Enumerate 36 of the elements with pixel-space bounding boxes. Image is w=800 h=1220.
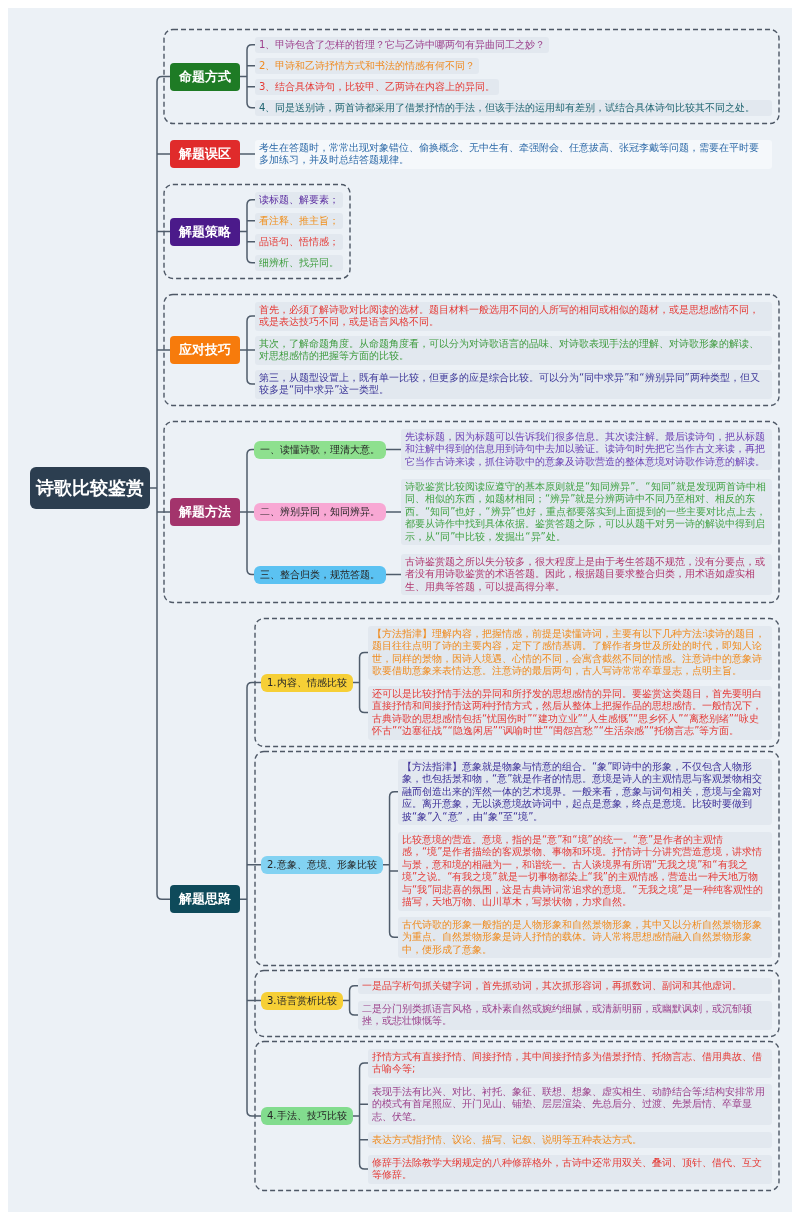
note-box: 古诗鉴赏题之所以失分较多，很大程度上是由于考生答题不规范，没有分要点，或者没有用诗歌鉴赏的术语答题。因此，根据题目要求整合归类，用术语如虚实相生、用典等答题，可以提高得分率。 (401, 553, 772, 595)
note-box: 第三，从题型设置上，既有单一比较，但更多的应是综合比较。可以分为“同中求异”和“辨别异同”两种类型，但又较多是“同中求异”这一类型。 (255, 369, 772, 399)
note-box: 考生在答题时，常常出现对象错位、偷换概念、无中生有、牵强附会、任意拔高、张冠李戴等问题，需要在平时要多加练习，并及时总结答题规律。 (255, 139, 772, 169)
connector-line (381, 791, 399, 938)
note-box: 抒情方式有直接抒情、间接抒情，其中间接抒情多为借景抒情、托物言志、借用典故、借古喻今等; (368, 1048, 772, 1078)
note-box: 【方法指津】意象就是物象与情意的组合。“象”即诗中的形象，不仅包含人物形象，也包括景和物，“意”就是作者的情思。意境是诗人的主观情思与客观景物相交融而创造出来的浑然一体的艺术境界。一般来看，意象与词句相关，意境与全篇对应。离开意象，无以谈意境故诗词中，起点是意象，终点是意境。比较时要做到披“象”入“意”，由“象”至“境”。 (398, 758, 772, 825)
connector-line (239, 199, 256, 264)
note-box: 首先，必须了解诗歌对比阅读的选材。题目材料一般选用不同的人所写的相同或相似的题材，或是思想感情不同，或是表达技巧不同，或是语言风格不同。 (255, 301, 772, 331)
note-box: 还可以是比较抒情手法的异同和所抒发的思想感情的异同。要鉴赏这类题目，首先要明白直接抒情和间接抒情这两种抒情方式，然后从整体上把握作品的思想感情。一般情况下，古典诗歌的思想感情包括“忧国伤时”“建功立业”“人生感慨”“思乡怀人”“离愁别绪”“咏史怀古”“边塞征战”“隐逸闲居”“讽喻时世”“闺怨宫愁”“生活杂感”“托物言志”等方面。 (368, 685, 772, 740)
connector-line (239, 315, 256, 385)
note-box: 【方法指津】理解内容，把握情感，前提是读懂诗词，主要有以下几种方法:读诗的题目，题目往往点明了诗的主要内容，定下了感情基调。了解作者身世及所处的时代，即知人论世，同样的景物，因诗人境遇、心情的不同，会寓含截然不同的情感。注意诗中的意象诗歌要借助意象来表情达意。注意诗的最后两句，古人写诗常常卒章显志，点明主旨。 (368, 625, 772, 680)
subtopic-box: 二、辨别异同，知同辨异。 (254, 503, 386, 521)
note-box: 表现手法有比兴、对比、衬托、象征、联想、想象、虚实相生、动静结合等;结构安排常用的模式有首尾照应、开门见山、铺垫、层层渲染、先总后分、过渡、先景后情、卒章显志、伏笔。 (368, 1083, 772, 1125)
connector-line (351, 651, 369, 714)
main-topic-box: 解题策略 (170, 217, 240, 246)
connector-line (341, 985, 359, 1016)
note-box: 诗歌鉴赏比较阅读应遵守的基本原则就是“知同辨异”。“知同”就是发现两首诗中相同、相似的东西，如题材相同；“辨异”就是分辨两诗中不同乃至相对、相反的东西。“知同”也好，“辨异”也好，重点都要落实到上面提到的一些主要对比点上去，都要从诗作中找到具体依据。鉴赏答题之际，可以从题干对另一诗的解说中得到启示，从“同”中比较，发掘出“异”处。 (401, 478, 772, 545)
connector-line (351, 1062, 369, 1170)
connector-line (239, 448, 255, 576)
note-box: 先读标题，因为标题可以告诉我们很多信息。其次读注解。最后读诗句，把从标题和注解中得到的信息用到诗句中去加以验证。读诗句时先把它当作古文来读，再把它当作古诗来读，抓住诗歌中的意象及诗歌营造的整体意境对诗歌作诗意的解读。 (401, 428, 772, 470)
main-topic-box: 应对技巧 (170, 336, 240, 364)
subtopic-box: 4.手法、技巧比较 (261, 1107, 353, 1125)
note-box: 比较意境的营造。意境，指的是“意”和“境”的统一。“意”是作者的主观情感，“境”是作者描绘的客观景物、事物和环境。抒情诗十分讲究营造意境，讲求情与景，意和境的相融为一，和谐统一。古人谈境界有所谓“无我之境”和“有我之境”之说。“有我之境”就是一切事物都染上“我”的主观情感，营造出一种天地万物与“我”同悲喜的氛围，这是古典诗词常追求的意境。“无我之境”是一种纯客观性的描写，天地万物、山川草木，写景状物，力求自然。 (398, 831, 772, 911)
main-topic-box: 解题思路 (170, 885, 240, 914)
central-topic-box: 诗歌比较鉴赏 (30, 466, 150, 509)
main-topic-box: 解题方法 (170, 498, 240, 526)
connector-line (239, 153, 256, 155)
main-topic-box: 命题方式 (170, 62, 240, 91)
note-box: 古代诗歌的形象一般指的是人物形象和自然景物形象，其中又以分析自然景物形象为重点。自然景物形象是诗人抒情的载体。诗人常将思想感情融入自然景物形象中，便形成了意象。 (398, 916, 772, 958)
note-box: 其次，了解命题角度。从命题角度看，可以分为对诗歌语言的品味、对诗歌表现手法的理解、对诗歌形象的解读、对思想感情的把握等方面的比较。 (255, 335, 772, 365)
main-topic-box: 解题误区 (170, 140, 240, 168)
connector-line (239, 44, 256, 109)
connector-line (385, 511, 402, 513)
note-box: 修辞手法除教学大纲规定的八种修辞格外，古诗中还常用双关、叠词、顶针、借代、互文等修辞。 (368, 1154, 772, 1184)
connector-line (239, 681, 262, 1117)
note-box: 二是分门别类抓语言风格，或朴素自然或婉约细腻，或清新明丽，或幽默讽刺，或沉郁顿挫，或悲壮慷慨等。 (358, 1000, 772, 1030)
